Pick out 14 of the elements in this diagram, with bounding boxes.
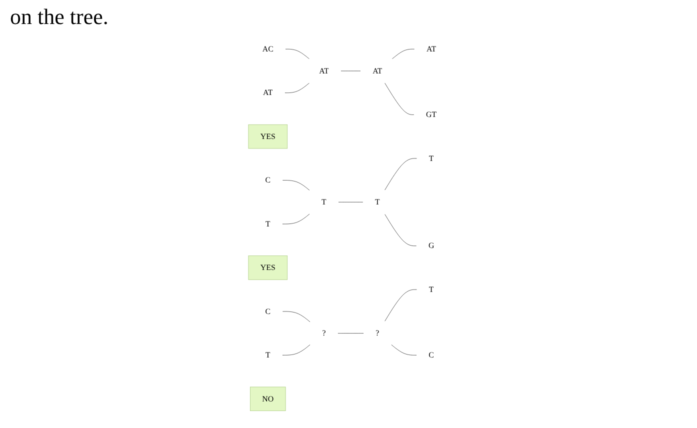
connector <box>282 311 310 322</box>
connector <box>285 48 310 60</box>
connector <box>282 214 310 224</box>
connector <box>392 48 415 60</box>
connector <box>384 289 418 322</box>
note-text: on the tree. <box>10 4 110 30</box>
connector <box>337 333 364 334</box>
connector <box>390 344 417 356</box>
connector <box>282 180 310 191</box>
connector <box>384 158 418 190</box>
connector <box>282 344 310 356</box>
connector <box>284 82 310 94</box>
connector <box>384 214 417 246</box>
connector <box>384 82 414 115</box>
